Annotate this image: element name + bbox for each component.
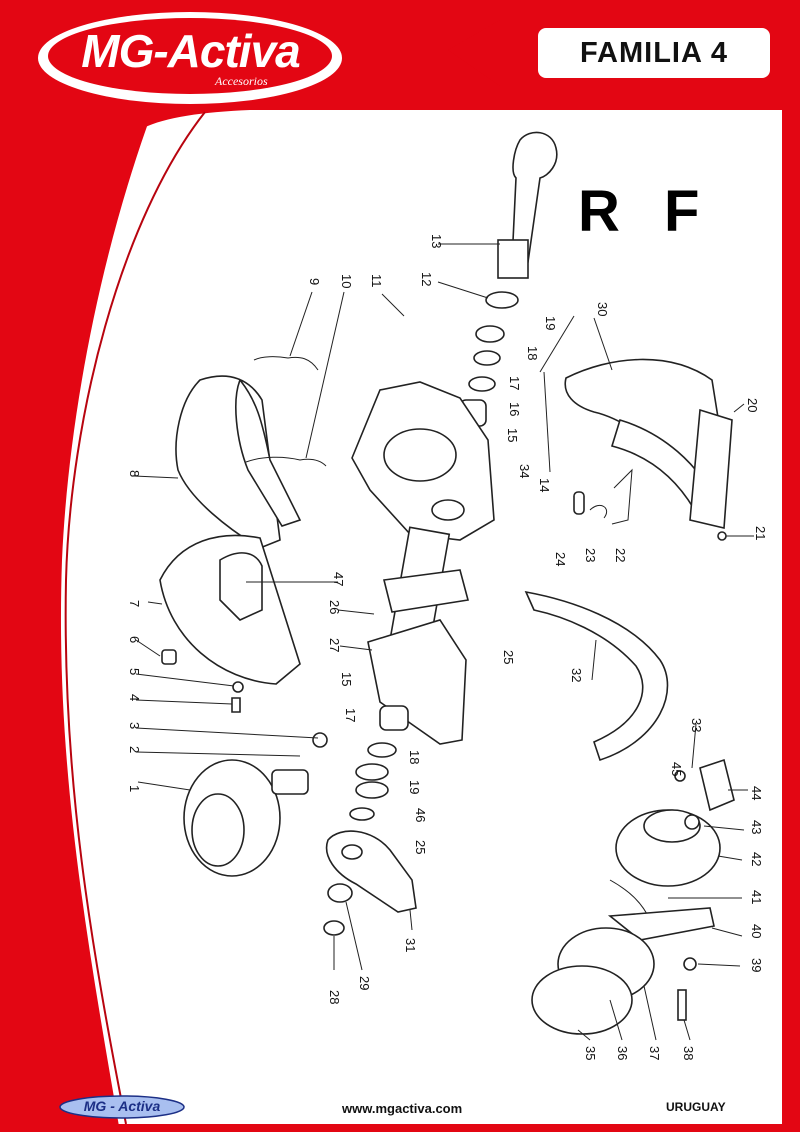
callout-19a: 19 (543, 316, 558, 330)
brand-logo: MG-Activa (58, 24, 323, 78)
callout-35: 35 (583, 1046, 598, 1060)
brake-chamber-part (183, 732, 328, 877)
callout-20: 20 (745, 398, 760, 412)
swoosh-edge (64, 111, 206, 1125)
callout-labels: 1 2 3 4 5 6 7 8 9 10 11 12 13 14 15 15 1… (127, 234, 768, 1060)
right-red-border (782, 20, 800, 1132)
callout-13: 13 (429, 234, 444, 248)
callout-33: 33 (689, 718, 704, 732)
callout-24: 24 (553, 552, 568, 566)
callout-6: 6 (127, 636, 142, 643)
callout-46: 46 (413, 808, 428, 822)
callout-42: 42 (749, 852, 764, 866)
footer-logo: MG - Activa (83, 1098, 161, 1114)
callout-18b: 18 (407, 750, 422, 764)
callout-34: 34 (517, 464, 532, 478)
callout-4: 4 (127, 694, 142, 701)
callout-44: 44 (749, 786, 764, 800)
leader-lines (133, 243, 754, 1041)
callout-9: 9 (307, 278, 322, 285)
screw-21 (717, 531, 727, 541)
spring-22 (611, 468, 633, 525)
callout-36: 36 (615, 1046, 630, 1060)
footer-logo-pill (59, 1095, 185, 1119)
dust-shield-47 (219, 552, 263, 621)
callout-32: 32 (569, 668, 584, 682)
callout-22: 22 (613, 548, 628, 562)
washer-29 (327, 883, 353, 903)
bolt-4 (231, 697, 241, 713)
callout-5: 5 (127, 668, 142, 675)
callout-28: 28 (327, 990, 342, 1004)
callout-15b: 15 (339, 672, 354, 686)
callout-21: 21 (753, 526, 768, 540)
pin-24 (573, 491, 585, 515)
callout-37: 37 (647, 1046, 662, 1060)
callout-3: 3 (127, 722, 142, 729)
callout-43: 43 (749, 820, 764, 834)
callout-8: 8 (127, 470, 142, 477)
callout-26: 26 (327, 600, 342, 614)
bottom-red-border (0, 1124, 800, 1132)
callout-12: 12 (419, 272, 434, 286)
callout-27: 27 (327, 638, 342, 652)
callout-30: 30 (595, 302, 610, 316)
footer-country: URUGUAY (666, 1100, 726, 1114)
slack-adjuster-part (325, 830, 417, 913)
callout-7: 7 (127, 600, 142, 607)
brake-shoe-left (175, 375, 302, 549)
camshaft-part (497, 131, 558, 279)
left-red-swoosh (0, 0, 200, 1132)
callout-38: 38 (681, 1046, 696, 1060)
brand-logo-inner (48, 18, 332, 94)
return-spring-9 (253, 356, 319, 371)
nut-28 (323, 920, 345, 936)
callout-31: 31 (403, 938, 418, 952)
callout-23: 23 (583, 548, 598, 562)
callout-18a: 18 (525, 346, 540, 360)
washer-stack-lower (349, 705, 409, 821)
callout-39: 39 (749, 958, 764, 972)
callout-25a: 25 (501, 650, 516, 664)
callout-2: 2 (127, 746, 142, 753)
callout-15a: 15 (505, 428, 520, 442)
callout-16: 16 (507, 402, 522, 416)
callout-45: 45 (669, 762, 684, 776)
callout-47: 47 (331, 572, 346, 586)
family-label: FAMILIA 4 (579, 36, 729, 69)
return-spring-10 (245, 456, 327, 467)
page-title: R F (578, 179, 714, 244)
clip-23 (589, 505, 608, 519)
brake-shoe-right (564, 358, 733, 529)
spider-bracket-part (351, 381, 495, 541)
callout-41: 41 (749, 890, 764, 904)
lining-32 (524, 590, 669, 762)
callout-17a: 17 (507, 376, 522, 390)
footer-website-link[interactable]: www.mgactiva.com (342, 1101, 463, 1116)
callout-25b: 25 (413, 840, 428, 854)
brand-name: MG-Activa (81, 25, 300, 77)
callout-14: 14 (537, 478, 552, 492)
grease-5 (232, 681, 244, 693)
callout-10: 10 (339, 274, 354, 288)
callout-11: 11 (369, 274, 384, 288)
callout-40: 40 (749, 924, 764, 938)
spring-brake-chamber (531, 758, 735, 1035)
brand-subtitle: Accesorios (215, 74, 268, 88)
callout-29: 29 (357, 976, 372, 990)
callout-17b: 17 (343, 708, 358, 722)
tube-mount-part (367, 526, 470, 745)
family-badge: FAMILIA 4 (538, 28, 770, 78)
callout-19b: 19 (407, 780, 422, 794)
plug-6 (161, 649, 177, 665)
callout-1: 1 (127, 785, 142, 792)
